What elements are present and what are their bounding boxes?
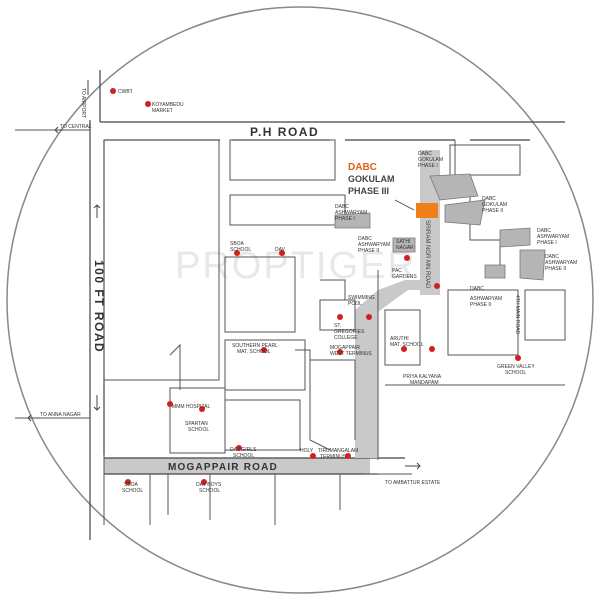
mogappair-road-label: MOGAPPAIR ROAD — [168, 462, 278, 473]
gokulam-p2-l2: GOKULAM — [482, 202, 507, 208]
sriram-nagar-road-band — [355, 280, 440, 458]
sathi-l2: NAGAR — [396, 245, 414, 251]
landmark-pins — [110, 88, 521, 485]
ashwaryam-p1-l1: DABC — [335, 204, 349, 210]
ashwaryam-p3-l4: DABC — [470, 286, 484, 292]
pac-l1: PAC — [392, 268, 402, 274]
gokulam-p1-l3: PHASE I — [418, 163, 438, 169]
southern-l2: MAT. SCHOOL — [237, 349, 271, 355]
ashwaryam-r2-l3: PHASE II — [545, 266, 566, 272]
southern-l1: SOUTHERN PEARL — [232, 343, 278, 349]
priya-l1: PRIYA KALYANA — [403, 374, 442, 380]
ashwaryam-r1-l3: PHASE I — [537, 240, 557, 246]
to-ambattur-label: TO AMBATTUR ESTATE — [385, 480, 441, 486]
spartan-l2: SCHOOL — [188, 427, 209, 433]
mmm-hospital-label: MMM HOSPITAL — [172, 404, 210, 410]
ashwaryam-p3-l3: PHASE II — [470, 302, 491, 308]
green-valley-l2: SCHOOL — [505, 370, 526, 376]
gokulam-p2-l3: PHASE II — [482, 208, 503, 214]
sathi-l1: SATHI — [396, 239, 410, 245]
bus-l2: TERMINUS — [320, 454, 347, 460]
phase-blocks — [334, 173, 546, 281]
koyambedu-l1: KOYAMBEDU — [152, 102, 184, 108]
stgeorges-l3: COLLEGE — [334, 335, 358, 341]
sboa-bottom-l1: SBOA — [124, 482, 139, 488]
sboa-school-l2: SCHOOL — [230, 247, 251, 253]
priya-l2: MANDAPAM — [410, 380, 439, 386]
hundred-ft-road-label: 100 FT ROAD — [92, 260, 106, 353]
stgeorges-l1: ST. — [334, 323, 341, 329]
ashwaryam-r1-l1: DABC — [537, 228, 551, 234]
pac-l2: GARDENS — [392, 274, 417, 280]
mogappair-road-band — [104, 458, 370, 474]
gokulam-p2-l1: DABC — [482, 196, 496, 202]
to-anna-nagar-label: TO ANNA NAGAR — [40, 412, 81, 418]
mogappair-term-l1: MOGAPPAIR — [330, 345, 360, 351]
cwbt-label: CWBT — [118, 89, 133, 95]
sriram-road-label: SRIRAM NGR MN ROAD — [424, 220, 430, 289]
watermark: PROPTIGER — [175, 245, 417, 287]
fourth-main-road-label: 4TH MAIN ROAD — [514, 295, 520, 335]
to-airport-label: TO AIRPORT — [80, 88, 86, 118]
gokulam-p1-l2: GOKULAM — [418, 157, 443, 163]
spartan-l1: SPARTAN — [185, 421, 208, 427]
sboa-school-l1: SBOA — [230, 241, 245, 247]
direction-arrows — [27, 80, 421, 470]
dav-girls-l1: DAV GIRLS — [230, 447, 257, 453]
swimming-l1: SWIMMING — [348, 295, 375, 301]
aruthi-l2: MAT. SCHOOL — [390, 342, 424, 348]
green-valley-l1: GREEN VALLEY — [497, 364, 535, 370]
project-title-3: PHASE III — [348, 186, 389, 196]
dav-boys-l1: DAV BOYS — [196, 482, 222, 488]
holy-label: HOLY — [300, 448, 314, 454]
bus-l1: TIRUMANGALAM — [318, 448, 358, 454]
ashwaryam-p1-l3: PHASE I — [335, 216, 355, 222]
dav-l1: DAV — [275, 247, 286, 253]
aruthi-l1: ARUTHI — [390, 336, 409, 342]
project-marker[interactable] — [416, 203, 438, 218]
ashwaryam-p2-l1: DABC — [358, 236, 372, 242]
dav-boys-l2: SCHOOL — [199, 488, 220, 494]
map-blocks — [103, 139, 566, 525]
dav-girls-l2: SCHOOL — [233, 453, 254, 459]
swimming-l2: POOL — [348, 301, 362, 307]
ph-road-label: P.H ROAD — [250, 125, 319, 139]
ashwaryam-p2-l2: ASHWARYAM — [358, 242, 390, 248]
project-pointer — [394, 199, 415, 211]
ashwaryam-p2-l3: PHASE II — [358, 248, 379, 254]
mogappair-term-l2: WEST TERMINUS — [330, 351, 372, 357]
sboa-bottom-l2: SCHOOL — [122, 488, 143, 494]
koyambedu-l2: MARKET — [152, 108, 173, 114]
map-boundary-circle — [6, 6, 594, 594]
project-title-2: GOKULAM — [348, 174, 395, 184]
stgeorges-l2: GREGORIES — [334, 329, 365, 335]
ashwaryam-r2-l2: ASHWARYAM — [545, 260, 577, 266]
ashwaryam-r2-l1: DABC — [545, 254, 559, 260]
ashwaryam-p3-l2: ASHWARYAM — [470, 296, 502, 302]
gokulam-p1-l1: DABC — [418, 151, 432, 157]
ashwaryam-r1-l2: ASHWARYAM — [537, 234, 569, 240]
ashwaryam-p1-l2: ASHWARYAM — [335, 210, 367, 216]
to-central-label: TO CENTRAL — [60, 124, 92, 130]
project-title-1: DABC — [348, 162, 377, 173]
